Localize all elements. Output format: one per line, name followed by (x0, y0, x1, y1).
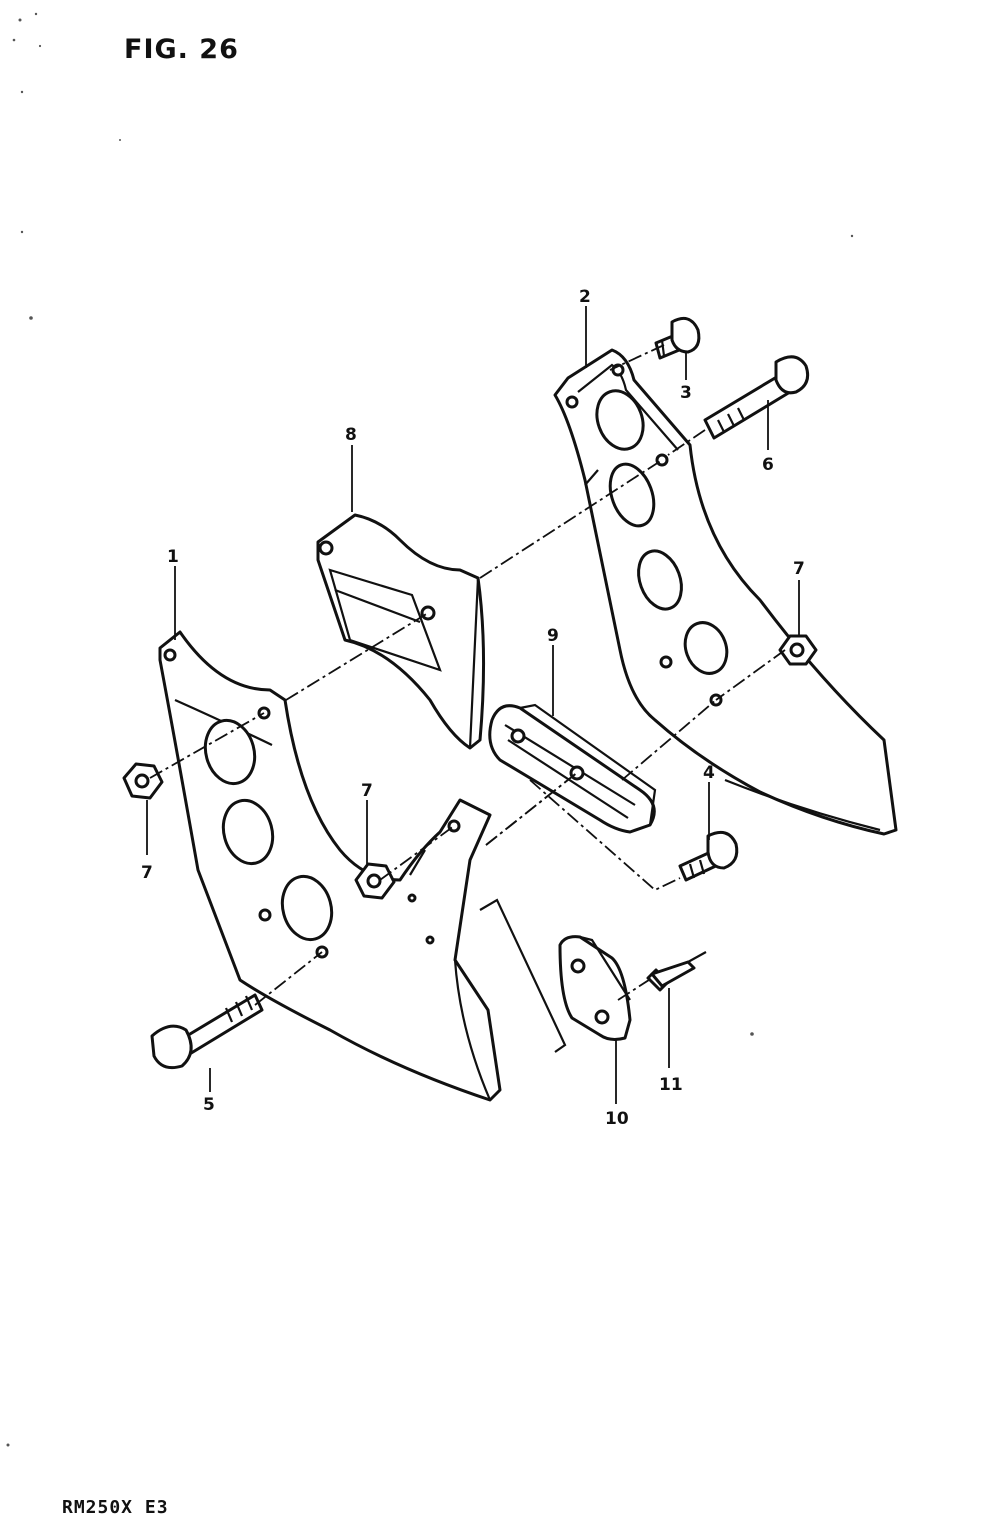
figure-title: FIG. 26 (124, 34, 239, 65)
part-10-pad (558, 935, 632, 1041)
part-6-long-bolt (703, 355, 810, 440)
callout-10: 10 (605, 1109, 629, 1129)
part-3-short-bolt (654, 316, 701, 360)
callout-6: 6 (762, 455, 774, 475)
callout-1: 1 (167, 547, 179, 567)
part-9-rubber-damper (488, 703, 657, 834)
part-7-nut-left (122, 762, 164, 800)
assembly-lines (149, 344, 786, 1006)
part-1-left-side-plate (158, 630, 502, 1102)
callout-7-center: 7 (361, 781, 373, 801)
callout-9: 9 (547, 626, 559, 646)
callout-4: 4 (703, 763, 715, 783)
part-7-nut-right (778, 634, 818, 666)
callout-labels: 1 2 3 4 5 6 7 7 7 8 9 10 11 (141, 287, 805, 1129)
part-5-long-bolt (150, 993, 264, 1070)
callout-5: 5 (203, 1095, 215, 1115)
part-8-spacer-block (316, 513, 486, 750)
part-2-right-side-plate (553, 348, 898, 836)
callout-8: 8 (345, 425, 357, 445)
part-10-guide-outline (479, 898, 567, 1053)
scan-specks (6, 12, 854, 1447)
callout-2: 2 (579, 287, 591, 307)
callout-7-left: 7 (141, 863, 153, 883)
part-4-short-bolt (678, 830, 739, 882)
callout-11: 11 (659, 1075, 683, 1095)
callout-7-right: 7 (793, 559, 805, 579)
callout-3: 3 (680, 383, 692, 403)
part-11-rivet (646, 951, 707, 992)
model-label: RM250X E3 (62, 1497, 169, 1518)
part-7-nut-center (354, 862, 396, 900)
callout-leaders (146, 306, 800, 1104)
